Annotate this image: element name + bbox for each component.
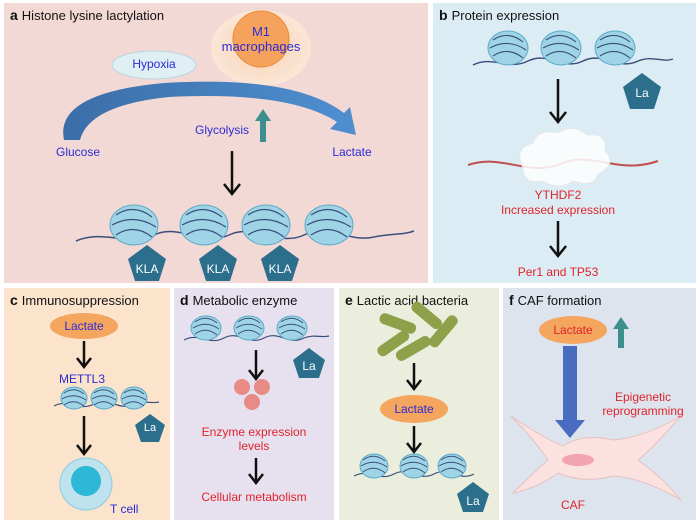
kla-label: KLA — [268, 262, 292, 276]
panel-c-graphic — [50, 313, 165, 511]
lactate-oval — [539, 316, 607, 344]
la-pentagon — [457, 482, 489, 512]
m1-label-line1: M1 — [251, 24, 271, 39]
nucleosome-1 — [359, 453, 389, 479]
ythdf2-label: YTHDF2 — [534, 188, 582, 202]
down-arrow-icon — [549, 221, 567, 259]
nucleosome-1 — [487, 30, 529, 66]
lactate-label: Lactate — [553, 323, 593, 337]
nucleosome-3 — [437, 453, 467, 479]
caf-label: CAF — [561, 498, 585, 512]
nucleosome-2 — [540, 30, 582, 66]
dna-strand — [183, 335, 330, 342]
down-arrow-icon — [223, 151, 241, 197]
la-label: La — [635, 86, 649, 100]
glycolysis-arc — [63, 81, 357, 140]
down-arrow-icon — [406, 363, 422, 392]
down-arrow-icon — [248, 458, 264, 486]
kla-label: KLA — [135, 262, 159, 276]
kla-pentagon-3 — [261, 245, 299, 281]
lactate-label: Lactate — [394, 402, 434, 416]
hypoxia-label: Hypoxia — [132, 57, 176, 71]
down-arrow-icon — [248, 350, 264, 382]
nucleosome-3 — [120, 386, 148, 410]
nucleosome-1 — [60, 386, 88, 410]
nucleosome-3 — [276, 315, 308, 341]
increased-expression-label: Increased expression — [500, 203, 616, 217]
kla-pentagon-2 — [199, 245, 237, 281]
lactate-oval — [50, 313, 118, 339]
down-arrow-icon — [549, 79, 567, 125]
glycolysis-label: Glycolysis — [194, 123, 250, 137]
kla-label: KLA — [206, 262, 230, 276]
down-arrow-icon — [76, 416, 92, 457]
la-pentagon — [623, 73, 661, 109]
t-cell-icon — [59, 457, 113, 511]
lactate-label: Lactate — [332, 145, 372, 159]
caf-cell-icon — [510, 415, 682, 501]
hypoxia-bubble — [111, 50, 197, 80]
enzyme-expression-label-line1: Enzyme expression — [201, 425, 307, 439]
enzyme-spheres-icon — [234, 379, 270, 410]
down-arrow-icon — [76, 341, 92, 370]
nucleosome-3 — [594, 30, 636, 66]
nucleosome-2 — [90, 386, 118, 410]
per1-tp53-label: Per1 and TP53 — [517, 265, 599, 279]
lactate-up-arrow-icon — [613, 317, 629, 348]
lactate-oval — [380, 395, 448, 423]
panel-f-graphic — [510, 316, 682, 501]
la-pentagon — [293, 348, 325, 378]
panel-a-graphic — [63, 10, 415, 281]
lactate-label: Lactate — [64, 319, 104, 333]
kla-pentagon-1 — [128, 245, 166, 281]
bacteria-icon — [377, 301, 458, 361]
m1-macrophage-cell — [211, 10, 311, 86]
glucose-label: Glucose — [55, 145, 101, 159]
nucleosome-4 — [304, 204, 354, 246]
m1-label-line2: macrophages — [221, 39, 301, 54]
mettl3-label: METTL3 — [58, 372, 106, 386]
epigenetic-label-line2: reprogramming — [602, 404, 684, 418]
cellular-metabolism-label: Cellular metabolism — [201, 490, 307, 504]
t-cell-label: T cell — [110, 502, 139, 516]
panel-d-graphic — [183, 315, 330, 486]
la-label: La — [302, 359, 316, 373]
nucleosome-2 — [399, 453, 429, 479]
down-arrow-icon — [555, 346, 585, 438]
enzyme-expression-label-line2: levels — [238, 439, 270, 453]
nucleosome-3 — [241, 204, 291, 246]
nucleosome-1 — [190, 315, 222, 341]
down-arrow-icon — [406, 426, 422, 455]
nucleosome-1 — [109, 204, 159, 246]
panel-b-graphic — [467, 30, 674, 259]
nucleosome-2 — [233, 315, 265, 341]
caf-nucleus-icon — [562, 454, 594, 466]
la-pentagon — [135, 414, 165, 442]
la-label: La — [466, 494, 480, 508]
ythdf2-cloud — [519, 128, 611, 187]
glycolysis-up-arrow-icon — [255, 109, 271, 142]
panel-e-graphic — [353, 301, 489, 512]
la-label: La — [143, 422, 157, 434]
epigenetic-label-line1: Epigenetic — [614, 390, 672, 404]
nucleosome-2 — [179, 204, 229, 246]
